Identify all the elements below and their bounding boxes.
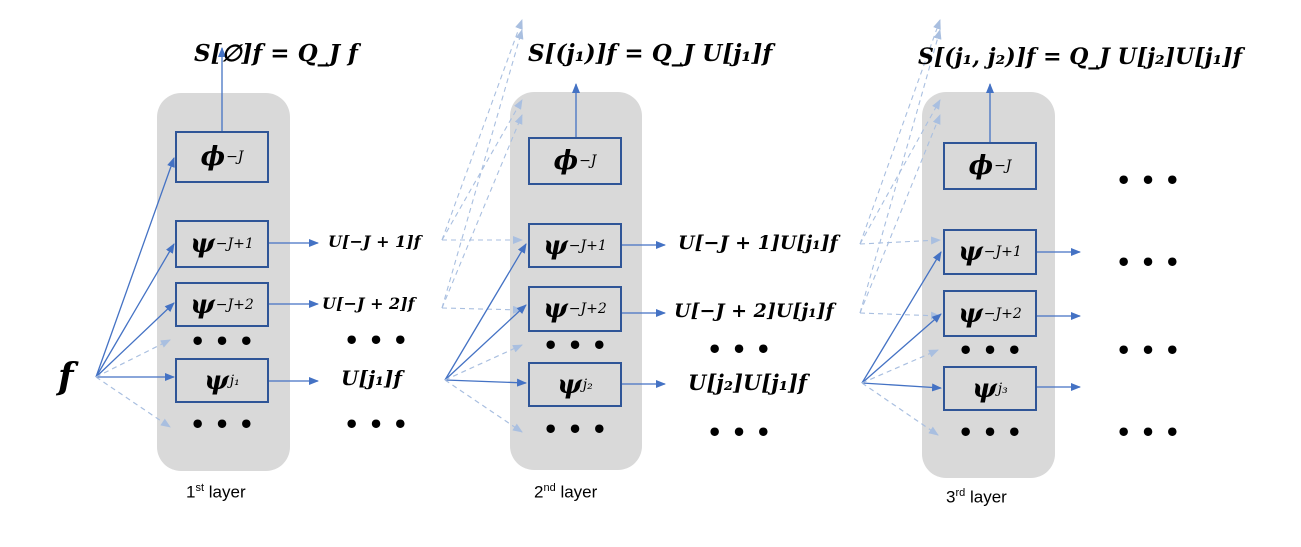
layer-1-out-psi-1: U[−J + 1]f xyxy=(328,232,421,251)
phi-subscript: −J xyxy=(579,153,597,169)
psi-symbol: ψ xyxy=(543,230,568,261)
layer-2-output-arrows xyxy=(572,83,666,388)
layer-2-psi-2-box: ψ−J+2 xyxy=(528,286,622,332)
layer-1-to-2-faint-arrows xyxy=(441,19,524,314)
layer-3-ellipsis-bottom: ••• xyxy=(958,418,1032,447)
layer-1-ellipsis-mid: ••• xyxy=(190,327,264,356)
psi-subscript: −J+1 xyxy=(215,236,254,252)
layer-3-caption-num: 3 xyxy=(946,487,956,507)
layer-3-fan-arrows xyxy=(861,251,942,392)
phi-symbol: ϕ xyxy=(200,142,226,172)
layer-2-caption-num: 2 xyxy=(534,482,544,502)
psi-symbol: ψ xyxy=(557,369,582,400)
layer-1-out-psi-2: U[−J + 2]f xyxy=(322,294,415,313)
layer-3-output-arrows xyxy=(986,83,1081,391)
layer-3-out-ellipsis-2: ••• xyxy=(1116,248,1190,277)
layer-2-ellipsis-mid: ••• xyxy=(543,331,617,360)
layer-3-output-label: S[(j₁, j₂)]f = Q_J U[j₂]U[j₁]f xyxy=(918,44,1243,70)
psi-symbol: ψ xyxy=(972,373,997,404)
psi-subscript: −J+1 xyxy=(568,237,607,254)
input-signal-f: f xyxy=(58,356,74,398)
psi-subscript: j₂ xyxy=(582,376,593,393)
layer-1-caption-text: layer xyxy=(204,482,246,502)
layer-1-ellipsis-bottom: ••• xyxy=(190,410,264,439)
layer-2-caption-sup: nd xyxy=(543,482,556,494)
layer-2-to-3-faint-arrows xyxy=(859,19,942,320)
layer-1-caption-num: 1 xyxy=(186,482,196,502)
psi-subscript: −J+2 xyxy=(215,296,254,313)
layer-2-out-psi-1: U[−J + 1]U[j₁]f xyxy=(678,232,838,254)
layer-1-out-ellipsis-bottom: ••• xyxy=(344,410,418,439)
layer-3-out-ellipsis-3: ••• xyxy=(1116,336,1190,365)
layer-1-caption: 1st layer xyxy=(186,482,246,503)
layer-3-out-ellipsis-4: ••• xyxy=(1116,418,1190,447)
psi-symbol: ψ xyxy=(190,289,215,320)
layer-3-faint-fan-arrows xyxy=(861,349,939,436)
layer-3-ellipsis-mid: ••• xyxy=(958,336,1032,365)
layer-3-caption-text: layer xyxy=(965,487,1007,507)
psi-symbol: ψ xyxy=(204,365,229,396)
layer-3-out-ellipsis-1: ••• xyxy=(1116,166,1190,195)
layer-1-psi-1-box: ψ−J+1 xyxy=(175,220,269,268)
phi-symbol: ϕ xyxy=(553,146,579,176)
layer-2-out-ellipsis-mid: ••• xyxy=(707,335,781,364)
layer-1-out-psi-j: U[j₁]f xyxy=(341,366,402,390)
layer-1-fan-arrows xyxy=(95,157,175,381)
layer-1-phi-box: ϕ−J xyxy=(175,131,269,183)
layer-3-psi-1-box: ψ−J+1 xyxy=(943,229,1037,275)
psi-subscript: j₃ xyxy=(997,380,1008,397)
layer-3-psi-2-box: ψ−J+2 xyxy=(943,290,1037,337)
layer-1-caption-sup: st xyxy=(195,482,205,494)
layer-2-fan-arrows xyxy=(444,243,527,387)
psi-subscript: −J+1 xyxy=(983,244,1022,260)
layer-2-caption: 2nd layer xyxy=(534,482,597,503)
layer-2-out-psi-2: U[−J + 2]U[j₁]f xyxy=(674,300,834,322)
layer-2-out-ellipsis-bottom: ••• xyxy=(707,418,781,447)
psi-symbol: ψ xyxy=(190,229,215,259)
layer-2-out-psi-j: U[j₂]U[j₁]f xyxy=(688,370,807,395)
psi-symbol: ψ xyxy=(958,237,983,267)
phi-subscript: −J xyxy=(226,149,244,165)
layer-1-output-arrows xyxy=(218,47,319,385)
layer-2-psi-1-box: ψ−J+1 xyxy=(528,223,622,268)
layer-1-output-label: S[∅]f = Q_J f xyxy=(194,40,358,67)
layer-2-output-label: S[(j₁)]f = Q_J U[j₁]f xyxy=(528,40,773,67)
layer-2-faint-fan-arrows xyxy=(444,344,523,433)
layer-2-ellipsis-bottom: ••• xyxy=(543,415,617,444)
phi-subscript: −J xyxy=(994,158,1012,174)
layer-3-phi-box: ϕ−J xyxy=(943,142,1037,190)
phi-symbol: ϕ xyxy=(968,151,994,181)
psi-subscript: j₁ xyxy=(229,372,240,389)
layer-1-out-ellipsis-mid: ••• xyxy=(344,326,418,355)
psi-subscript: −J+2 xyxy=(983,305,1022,322)
psi-symbol: ψ xyxy=(958,298,983,329)
layer-2-phi-box: ϕ−J xyxy=(528,137,622,185)
layer-3-caption: 3rd layer xyxy=(946,487,1007,508)
layer-3-caption-sup: rd xyxy=(955,487,966,499)
layer-2-caption-text: layer xyxy=(555,482,598,502)
layer-1-faint-arrows xyxy=(95,339,171,428)
layer-1-psi-2-box: ψ−J+2 xyxy=(175,282,269,327)
psi-subscript: −J+2 xyxy=(568,301,607,317)
psi-symbol: ψ xyxy=(543,294,568,324)
